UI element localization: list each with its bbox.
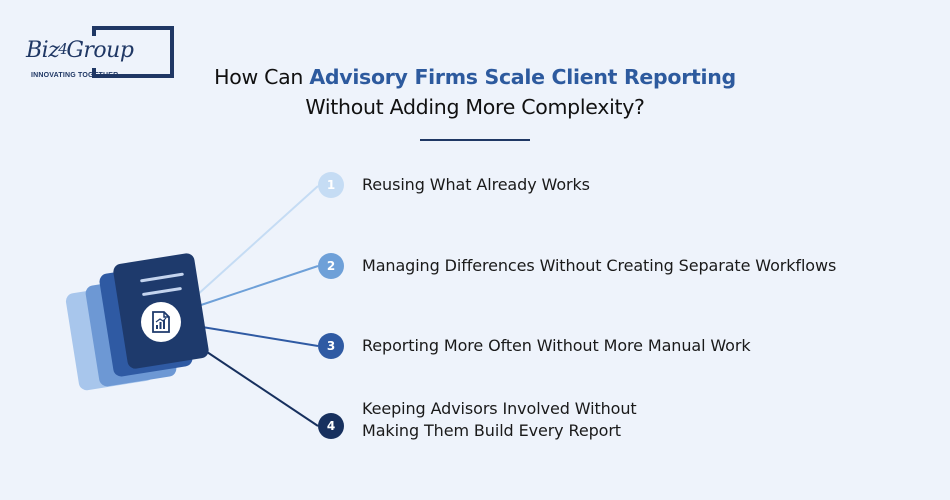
step-number-1: 1 bbox=[318, 172, 344, 198]
connector-1 bbox=[195, 185, 319, 297]
step-label-4-line1: Keeping Advisors Involved Without bbox=[362, 399, 637, 418]
brand-logo: Biz4Group INNOVATING TOGETHER bbox=[22, 26, 174, 86]
title-part1: How Can bbox=[214, 65, 310, 89]
title-divider bbox=[420, 139, 530, 141]
logo-brand-num: 4 bbox=[58, 40, 68, 58]
connector-2 bbox=[197, 265, 319, 307]
title-line2: Without Adding More Complexity? bbox=[305, 95, 645, 119]
step-number-2: 2 bbox=[318, 253, 344, 279]
step-number-4: 4 bbox=[318, 413, 344, 439]
step-label-2: Managing Differences Without Creating Se… bbox=[362, 256, 837, 275]
step-label-3: Reporting More Often Without More Manual… bbox=[362, 336, 751, 355]
connector-4 bbox=[191, 341, 319, 427]
logo-wordmark: Biz4Group bbox=[26, 38, 134, 63]
step-number-3: 3 bbox=[318, 333, 344, 359]
step-label-4-line2: Making Them Build Every Report bbox=[362, 421, 621, 440]
logo-brand-a: Biz bbox=[26, 38, 60, 63]
logo-frame bbox=[92, 26, 174, 78]
logo-frame-edge-top bbox=[92, 26, 96, 36]
title-highlight: Advisory Firms Scale Client Reporting bbox=[309, 65, 736, 89]
logo-tagline: INNOVATING TOGETHER bbox=[31, 72, 119, 79]
logo-brand-b: Group bbox=[66, 38, 134, 63]
connector-3 bbox=[195, 325, 319, 347]
logo-frame-edge-bottom bbox=[92, 68, 96, 78]
report-chart-icon bbox=[141, 302, 181, 342]
step-label-4: Keeping Advisors Involved Without Making… bbox=[362, 398, 637, 442]
step-label-1: Reusing What Already Works bbox=[362, 175, 590, 194]
page-title: How Can Advisory Firms Scale Client Repo… bbox=[0, 62, 950, 122]
